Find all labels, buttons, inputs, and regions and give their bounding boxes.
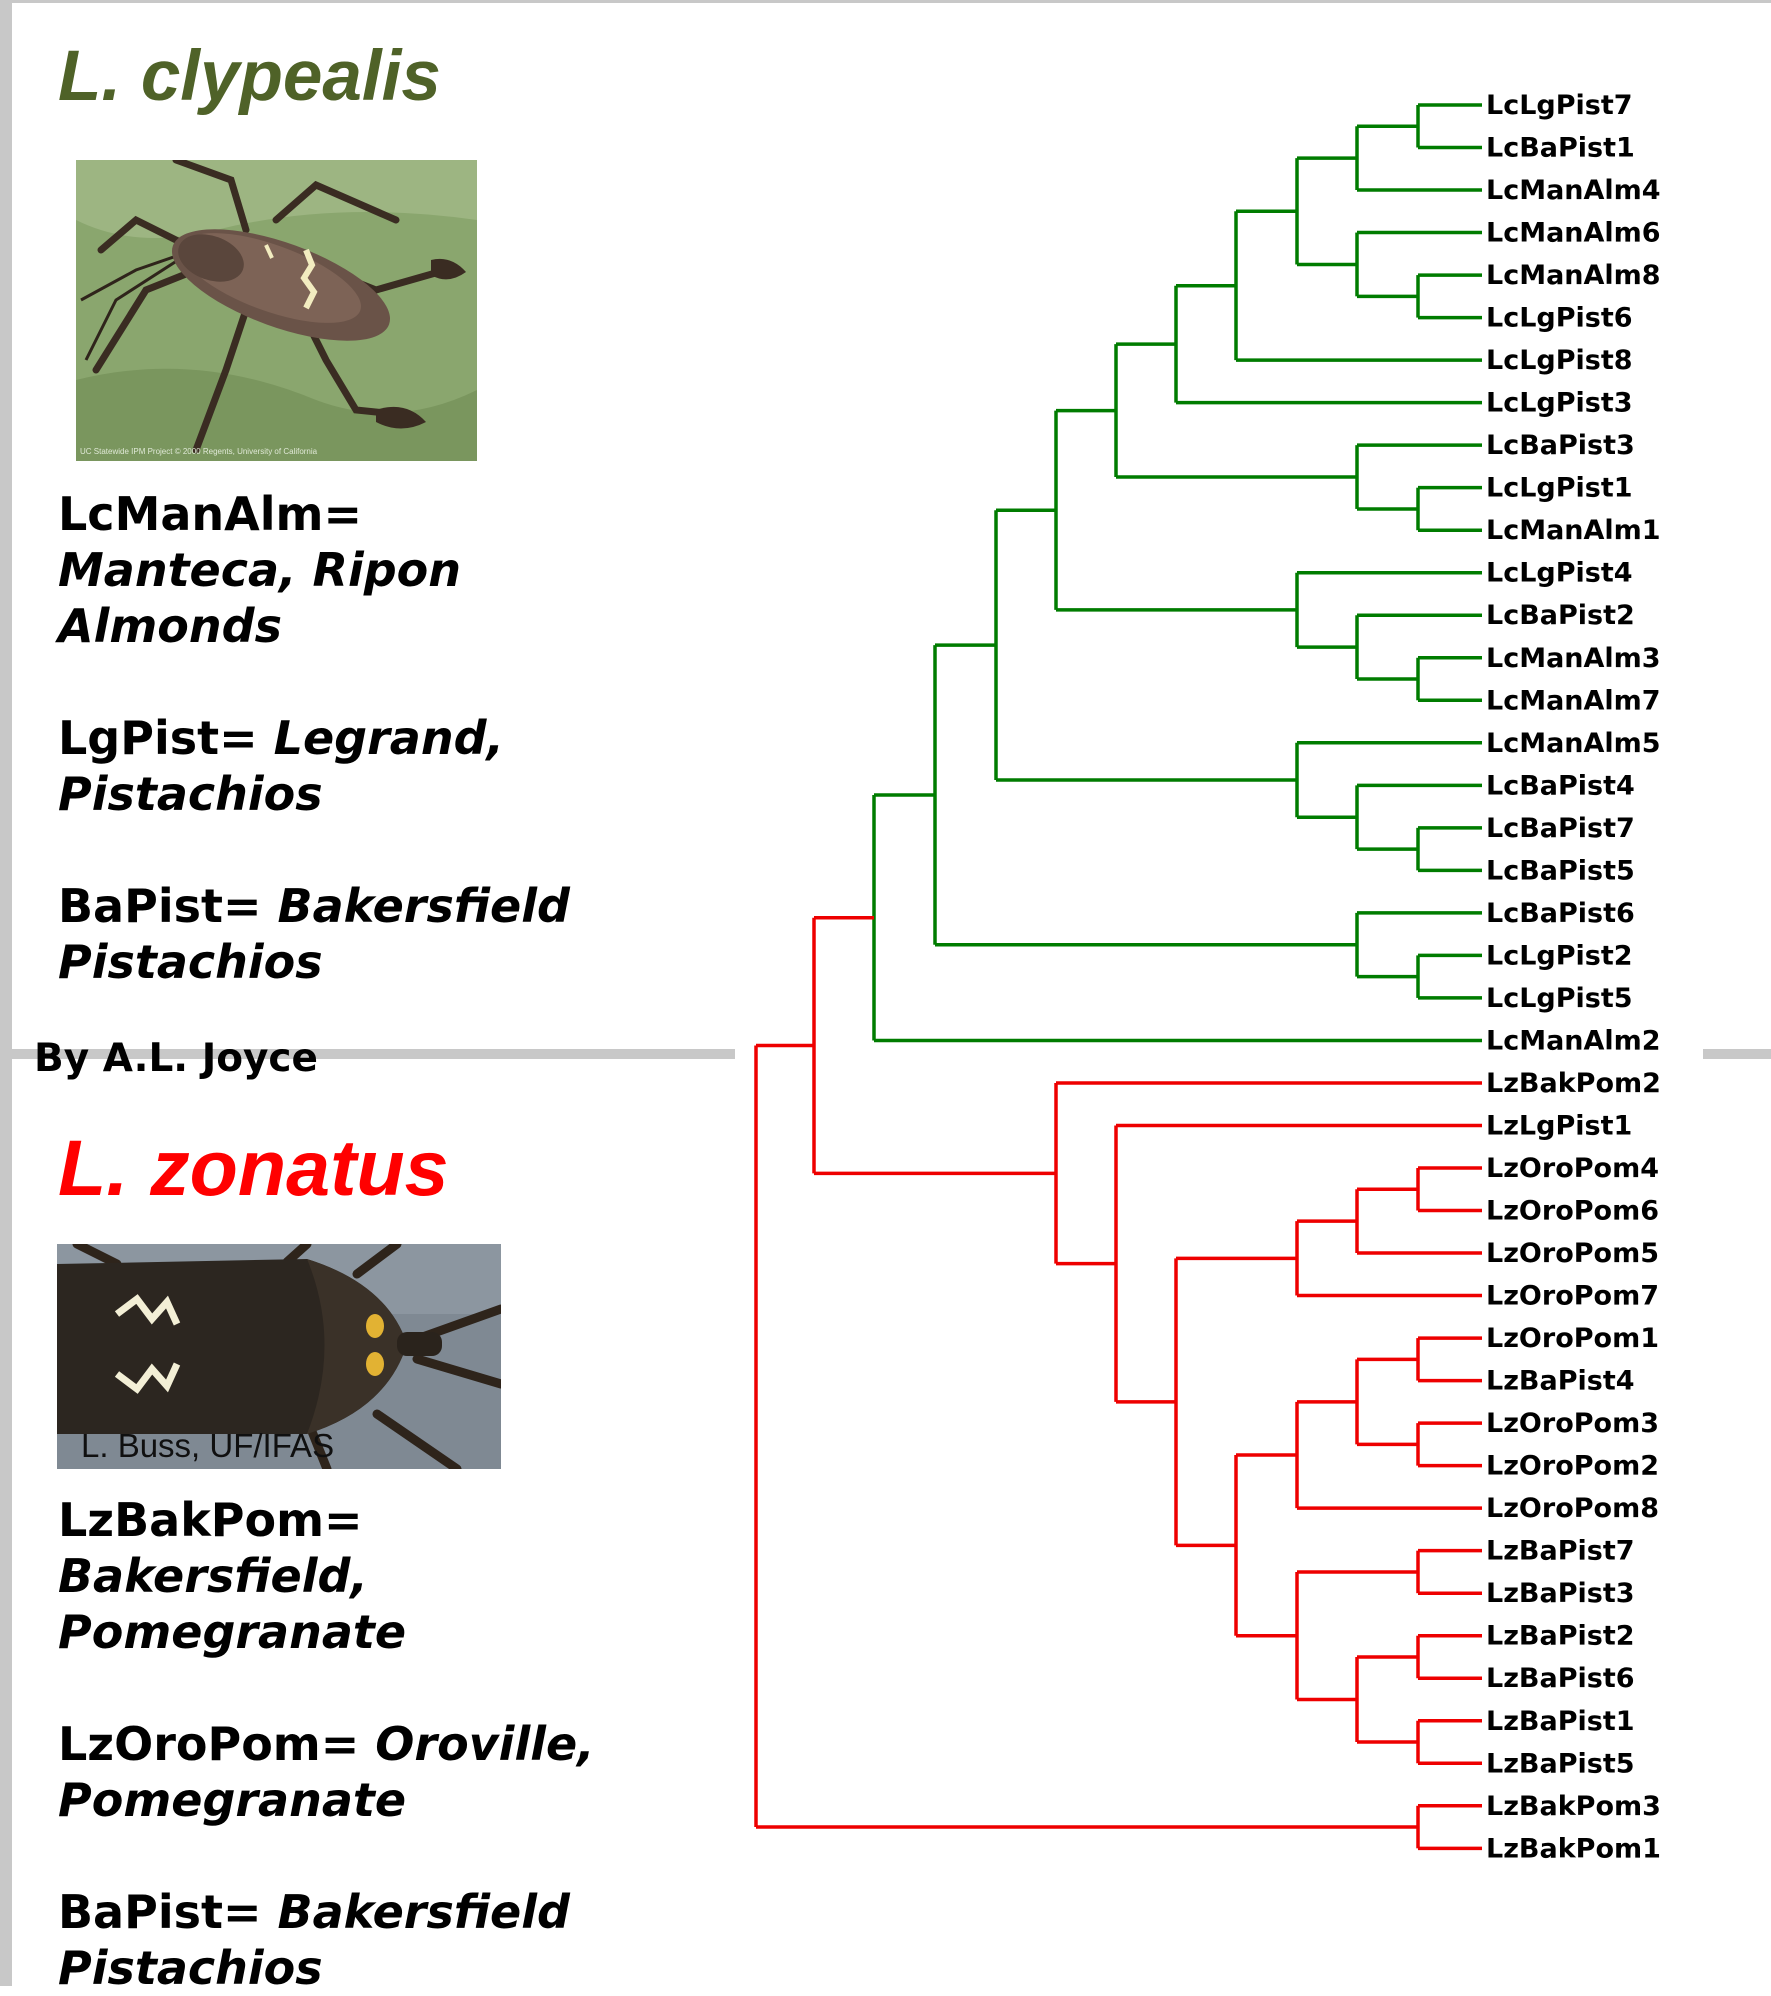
tree-tip-label: LcLgPist7 [1486,90,1633,121]
tree-tip-label: LzBaPist2 [1486,1621,1635,1652]
tree-tip-label: LcManAlm4 [1486,175,1661,206]
tree-tip-label: LcManAlm1 [1486,515,1661,546]
tree-tip-label: LcBaPist5 [1486,855,1635,886]
tree-tip-label: LzOroPom2 [1486,1451,1659,1482]
tree-tip-label: LzBaPist4 [1486,1366,1635,1397]
tree-tip-label: LcLgPist6 [1486,303,1633,334]
tree-tip-label: LcLgPist5 [1486,983,1633,1014]
tree-tip-label: LcBaPist2 [1486,600,1635,631]
tree-tip-label: LzOroPom6 [1486,1196,1659,1227]
tree-tip-label: LcLgPist4 [1486,558,1633,589]
tree-tip-label: LzBaPist3 [1486,1578,1635,1609]
tree-tip-label: LzLgPist1 [1486,1110,1632,1141]
tree-tip-label: LzBaPist7 [1486,1536,1635,1567]
tree-tip-label: LcLgPist3 [1486,388,1633,419]
tree-tip-label: LcManAlm6 [1486,218,1661,249]
tree-tip-label: LcLgPist1 [1486,473,1633,504]
tree-tip-label: LzBaPist1 [1486,1706,1635,1737]
tree-tip-label: LcBaPist3 [1486,430,1635,461]
tree-tip-label: LcManAlm5 [1486,728,1661,759]
tree-tip-label: LzOroPom5 [1486,1238,1659,1269]
tree-tip-label: LcManAlm3 [1486,643,1661,674]
tree-tip-label: LcManAlm2 [1486,1025,1661,1056]
tree-tip-label: LcManAlm8 [1486,260,1661,291]
tree-tip-label: LzBaPist5 [1486,1748,1635,1779]
tree-tip-label: LcLgPist8 [1486,345,1633,376]
tree-tip-label: LzOroPom8 [1486,1493,1659,1524]
tree-tip-label: LzBakPom3 [1486,1791,1661,1822]
tree-tip-label: LzOroPom7 [1486,1281,1659,1312]
tree-tip-label: LzBaPist6 [1486,1663,1635,1694]
tree-tip-label: LcBaPist7 [1486,813,1635,844]
tree-tip-label: LcBaPist4 [1486,770,1635,801]
tree-tip-label: LzOroPom3 [1486,1408,1659,1439]
tree-tip-label: LzBakPom2 [1486,1068,1661,1099]
tree-tip-label: LcManAlm7 [1486,685,1661,716]
tree-tip-label: LcLgPist2 [1486,940,1633,971]
tree-tip-label: LzOroPom1 [1486,1323,1659,1354]
tree-tip-label: LzOroPom4 [1486,1153,1659,1184]
tree-tip-label: LcBaPist1 [1486,133,1635,164]
tree-tip-label: LcBaPist6 [1486,898,1635,929]
tree-tip-label: LzBakPom1 [1486,1833,1661,1864]
